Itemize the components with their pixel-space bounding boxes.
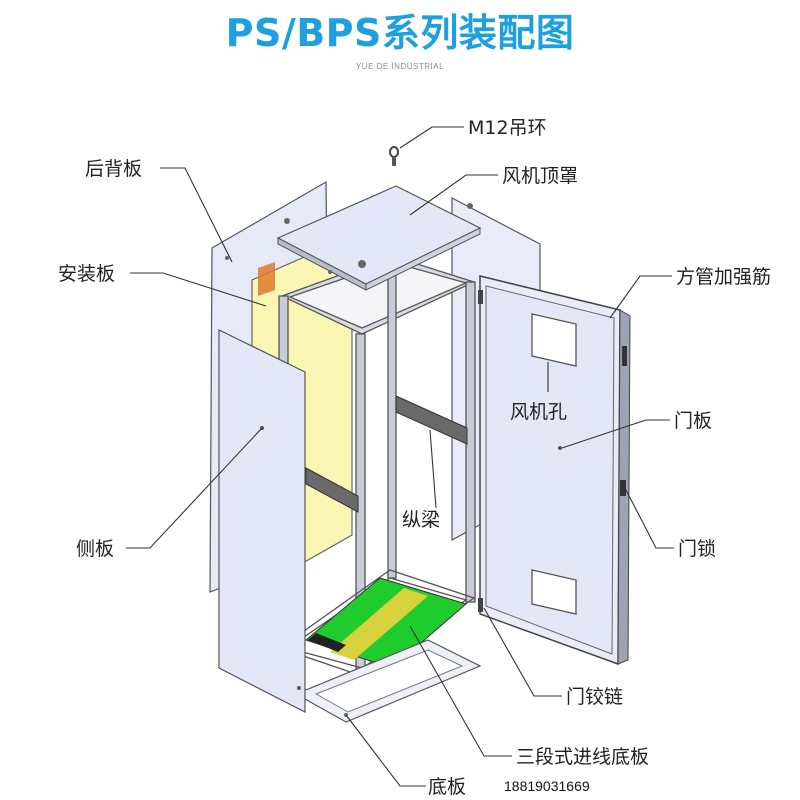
gland-plate <box>304 577 468 669</box>
cover-bolt-icon <box>358 260 366 268</box>
label-three-section-gland-plate: 三段式进线底板 <box>516 746 649 768</box>
label-door-panel: 门板 <box>674 410 712 432</box>
back-panel-hole-icon <box>284 218 290 224</box>
label-lifting-ring: M12吊环 <box>468 117 547 139</box>
label-door-lock: 门锁 <box>678 538 716 560</box>
lifting-ring-icon <box>389 146 399 166</box>
label-door-hinge: 门铰链 <box>566 686 623 708</box>
longitudinal-beam-back <box>395 395 468 445</box>
leader-lines <box>126 126 674 787</box>
door-hinge-icon <box>478 290 483 304</box>
fan-hole-lower <box>531 569 577 615</box>
label-side-panel: 侧板 <box>76 538 114 560</box>
label-square-tube-stiffener: 方管加强筋 <box>676 266 771 288</box>
base-plate <box>294 639 482 723</box>
side-panel <box>218 329 306 713</box>
page-subtitle: YUE DE INDUSTRIAL <box>355 62 445 71</box>
label-back-panel: 后背板 <box>85 158 142 180</box>
fan-top-cover <box>276 185 482 291</box>
label-base-plate: 底板 <box>428 776 466 798</box>
label-longitudinal-beam: 纵梁 <box>402 509 440 531</box>
fan-hole <box>531 313 577 367</box>
contact-phone: 18819031669 <box>504 778 590 794</box>
page-title: PS/BPS系列装配图 <box>225 11 575 55</box>
door-panel <box>478 275 631 666</box>
longitudinal-beam-left <box>305 467 359 513</box>
label-fan-hole: 风机孔 <box>510 401 567 423</box>
label-mounting-plate: 安装板 <box>58 263 115 285</box>
label-fan-top-cover: 风机顶罩 <box>502 165 578 187</box>
door-lock-icon <box>620 480 626 496</box>
